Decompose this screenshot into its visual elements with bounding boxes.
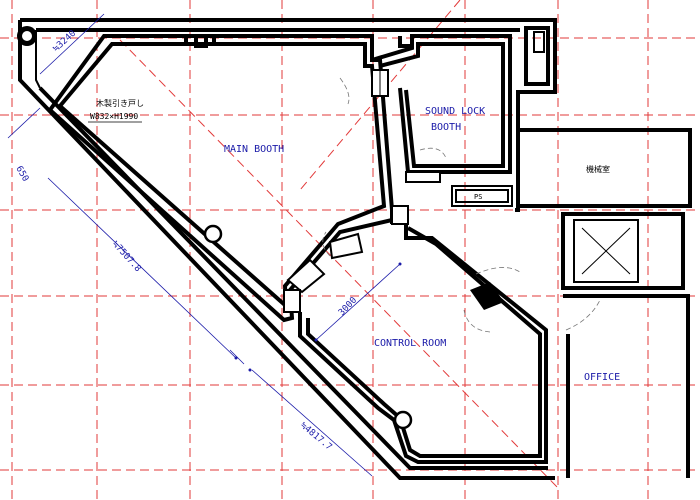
control-room-label: CONTROL ROOM [374, 338, 446, 349]
sound-lock-label-line1: SOUND LOCK [425, 106, 485, 117]
main-booth-wall [47, 34, 394, 323]
dim-diagonal-lower: ≒4817.7 [298, 421, 333, 453]
office-room [563, 294, 690, 478]
sound-lock-label-line2: BOOTH [431, 122, 461, 133]
diagonal-grid-lines [119, 0, 561, 491]
dim-control-width: 3000 [337, 296, 359, 319]
equipment-room-label: 機械室 [586, 164, 610, 174]
door-swings [322, 77, 601, 333]
sound-lock-booth-wall [371, 34, 512, 174]
ps-label: PS [474, 193, 482, 201]
dimension-lines [7, 13, 402, 477]
outer-wall [18, 18, 557, 480]
column-top-left [17, 26, 37, 46]
equipment-room [516, 128, 692, 208]
top-right-box [524, 26, 550, 86]
office-label: OFFICE [584, 372, 620, 383]
main-booth-label: MAIN BOOTH [224, 144, 284, 155]
control-room-door[interactable] [470, 282, 504, 310]
corridor-door[interactable] [405, 171, 441, 183]
ps-shaft: PS [451, 185, 513, 207]
door-note-line2: W832×H1990 [90, 112, 138, 121]
round-columns [203, 224, 413, 430]
elevator-shaft [561, 212, 685, 290]
dim-left-offset: 650 [13, 165, 30, 184]
pillar-block [391, 205, 409, 225]
door-note-line1: 木製引き戸し [96, 98, 144, 108]
control-room-window [283, 232, 364, 313]
dim-diagonal-upper: ≒7507.8 [110, 239, 143, 274]
